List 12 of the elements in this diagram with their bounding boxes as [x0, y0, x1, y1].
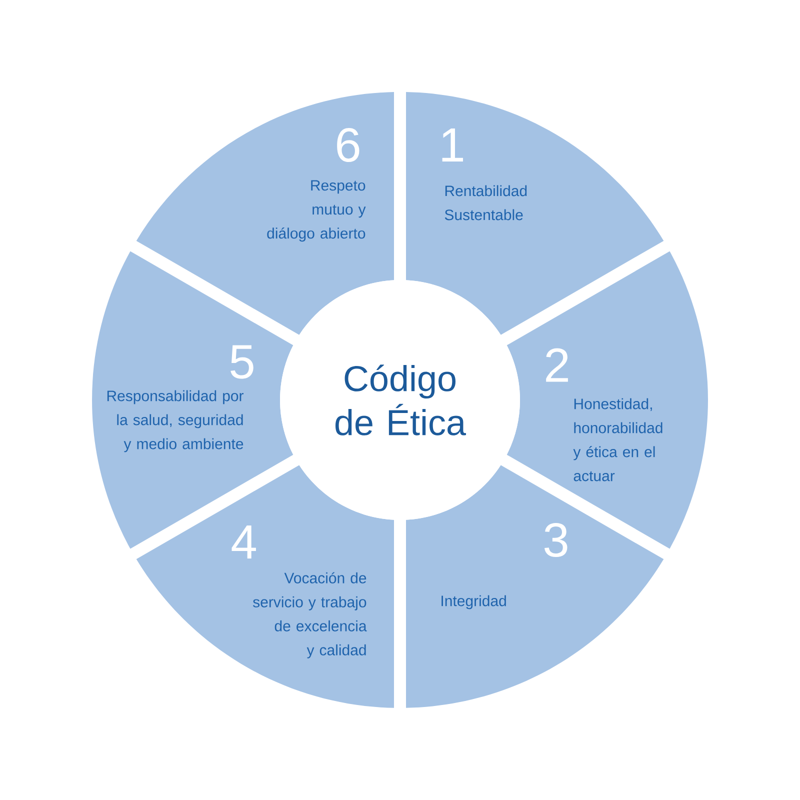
segment-number: 2: [546, 348, 568, 382]
segment-label: Responsabilidad por la salud, seguridad y medio ambiente: [107, 390, 244, 452]
segment-label: Rentabilidad Sustentable: [444, 185, 527, 220]
segment-label: Vocación de servicio y trabajo de excelencia y calidad: [253, 572, 367, 658]
segment-label: Respeto mutuo y diálogo abierto: [267, 180, 366, 242]
segment-number: 3: [544, 523, 568, 557]
segment-number: 4: [232, 525, 256, 558]
segment-number: 5: [230, 345, 254, 379]
segment-label: Honestidad, honorabilidad y ética en el actuar: [573, 398, 662, 482]
segment-number: 1: [442, 128, 464, 162]
segment-label: Integridad: [442, 595, 506, 610]
segment-number: 6: [337, 128, 360, 162]
